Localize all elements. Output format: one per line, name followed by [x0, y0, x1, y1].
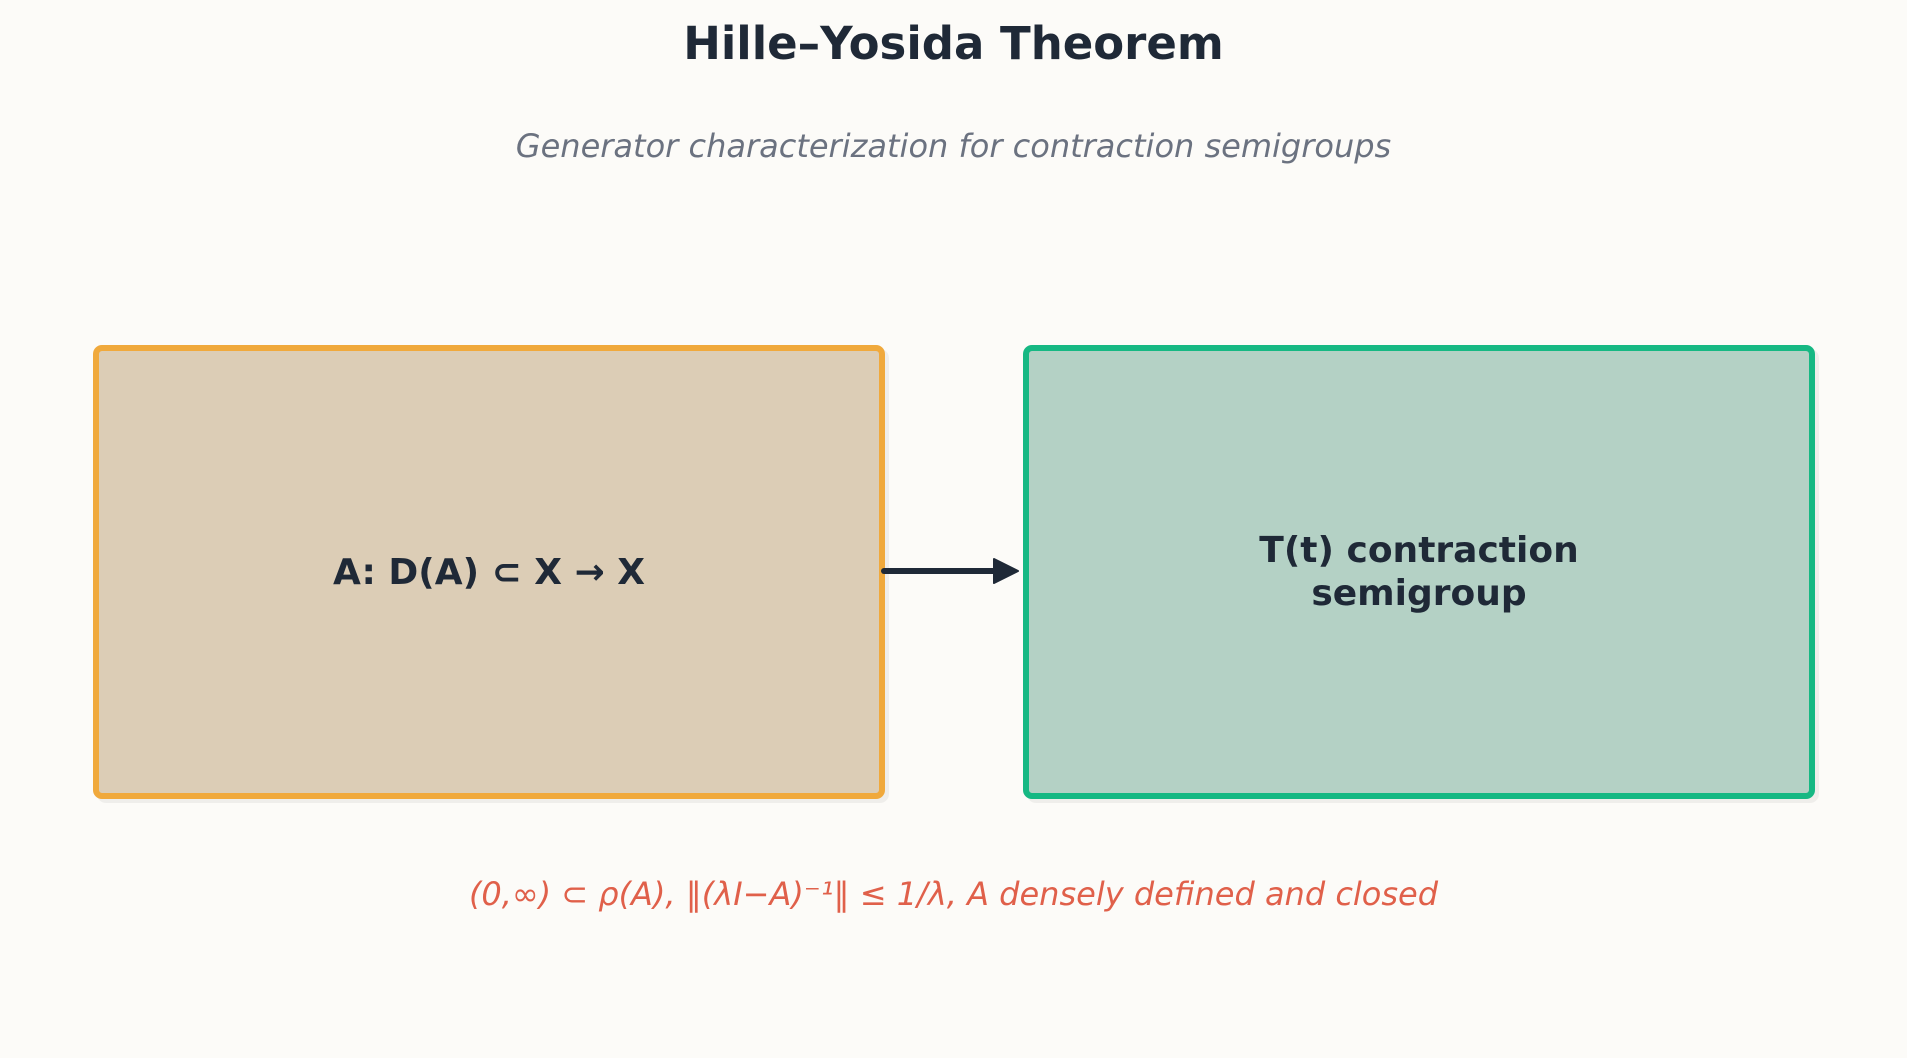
diagram-subtitle: Generator characterization for contracti… [515, 127, 1392, 165]
resolvent-condition: (0,∞) ⊂ ρ(A), ‖(λI−A)⁻¹‖ ≤ 1/λ, A densel… [468, 875, 1439, 913]
implication-arrow [881, 558, 1019, 584]
implication-arrow-head [993, 558, 1019, 584]
semigroup-node: T(t) contraction semigroup [1023, 345, 1815, 799]
diagram-title: Hille–Yosida Theorem [683, 17, 1224, 70]
generator-node: A: D(A) ⊂ X → X [93, 345, 885, 799]
semigroup-node-label: T(t) contraction semigroup [1259, 530, 1579, 614]
generator-node-label: A: D(A) ⊂ X → X [332, 551, 646, 593]
